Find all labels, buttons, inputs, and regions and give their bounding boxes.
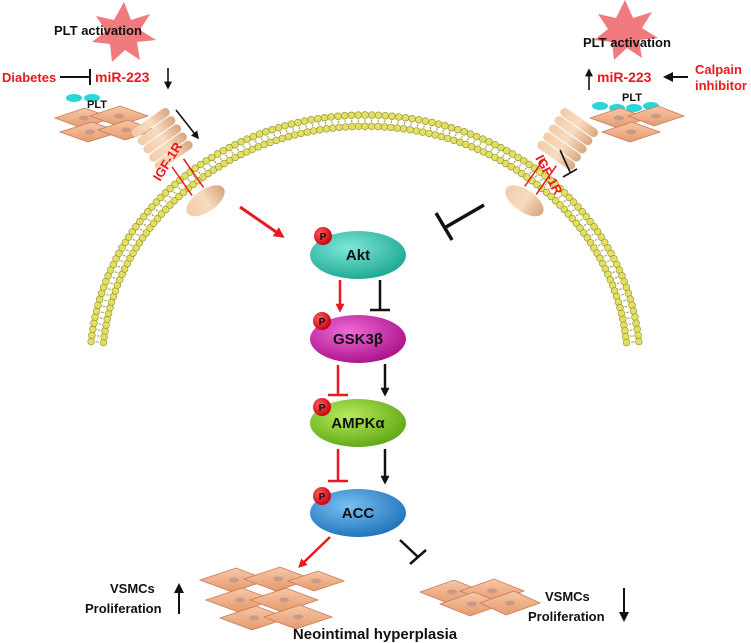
right-receptor-inhibit-line <box>559 149 571 173</box>
phospho-label: P <box>319 317 326 328</box>
left-plt-activation-label: PLT activation <box>54 23 142 38</box>
left-platelet-panel: PLT activation Diabetes miR-223 PLT <box>2 2 225 217</box>
left-vsmcs-label: VSMCs <box>110 581 155 596</box>
plt-activation-star-icon <box>594 0 658 60</box>
membrane-outer-leaflet <box>87 111 643 346</box>
right-plt-dot <box>626 104 642 112</box>
left-plt-label: PLT <box>87 99 107 111</box>
right-plt-dot <box>592 102 608 110</box>
right-vsmcs-label: VSMCs <box>545 589 590 604</box>
calpain-label-2: inhibitor <box>695 78 747 93</box>
right-platelet-panel: PLT activation miR-223 Calpain inhibitor… <box>505 0 747 217</box>
node-acc-label: ACC <box>342 505 375 522</box>
left-mir223-label: miR-223 <box>95 69 150 85</box>
membrane-inner-leaflet <box>99 122 631 347</box>
receptor-to-akt-inhibit-line <box>445 203 485 229</box>
node-gsk3b-label: GSK3β <box>333 331 383 348</box>
phospho-badge <box>313 312 331 330</box>
phospho-label: P <box>320 232 327 243</box>
right-plt-activation-label: PLT activation <box>583 35 671 50</box>
calpain-label-1: Calpain <box>695 62 742 77</box>
diabetes-label: Diabetes <box>2 70 56 85</box>
right-receptor-inhibit-bar <box>562 168 578 178</box>
node-ampka-label: AMPKα <box>331 415 385 432</box>
left-proliferating-cells <box>198 566 346 631</box>
phospho-badge <box>313 487 331 505</box>
left-receptor-arrow <box>175 109 199 140</box>
left-plt-dot <box>66 94 82 102</box>
node-gsk3b: P GSK3β <box>310 312 406 363</box>
phospho-label: P <box>319 403 326 414</box>
receptor-to-akt-red-arrow <box>239 205 285 238</box>
acc-to-proliferation-inhibit-bar <box>409 549 427 565</box>
footer-neointimal-hyperplasia: Neointimal hyperplasia <box>293 626 458 643</box>
left-smc-cluster <box>53 105 157 143</box>
right-normal-cells <box>418 578 542 617</box>
phospho-badge <box>313 398 331 416</box>
right-proliferation-label: Proliferation <box>528 609 605 624</box>
node-akt: P Akt <box>310 227 406 279</box>
right-mir223-label: miR-223 <box>597 69 652 85</box>
receptor-to-akt-inhibit-bar <box>434 212 454 241</box>
phospho-label: P <box>319 492 326 503</box>
cell-membrane <box>87 111 643 347</box>
node-ampka: P AMPKα <box>310 398 406 447</box>
right-smc-cluster <box>588 105 686 143</box>
node-acc: P ACC <box>310 487 406 537</box>
left-plt-dot <box>84 94 100 102</box>
right-plt-label: PLT <box>622 92 642 104</box>
acc-to-proliferation-red-arrow <box>298 536 331 568</box>
phospho-badge <box>314 227 332 245</box>
left-proliferation-label: Proliferation <box>85 601 162 616</box>
membrane-lipid-tails <box>96 119 634 343</box>
left-igf1r-receptor <box>131 108 225 217</box>
plt-activation-star-icon <box>92 2 156 62</box>
acc-to-proliferation-inhibit-line <box>399 539 419 558</box>
node-akt-label: Akt <box>346 247 370 264</box>
